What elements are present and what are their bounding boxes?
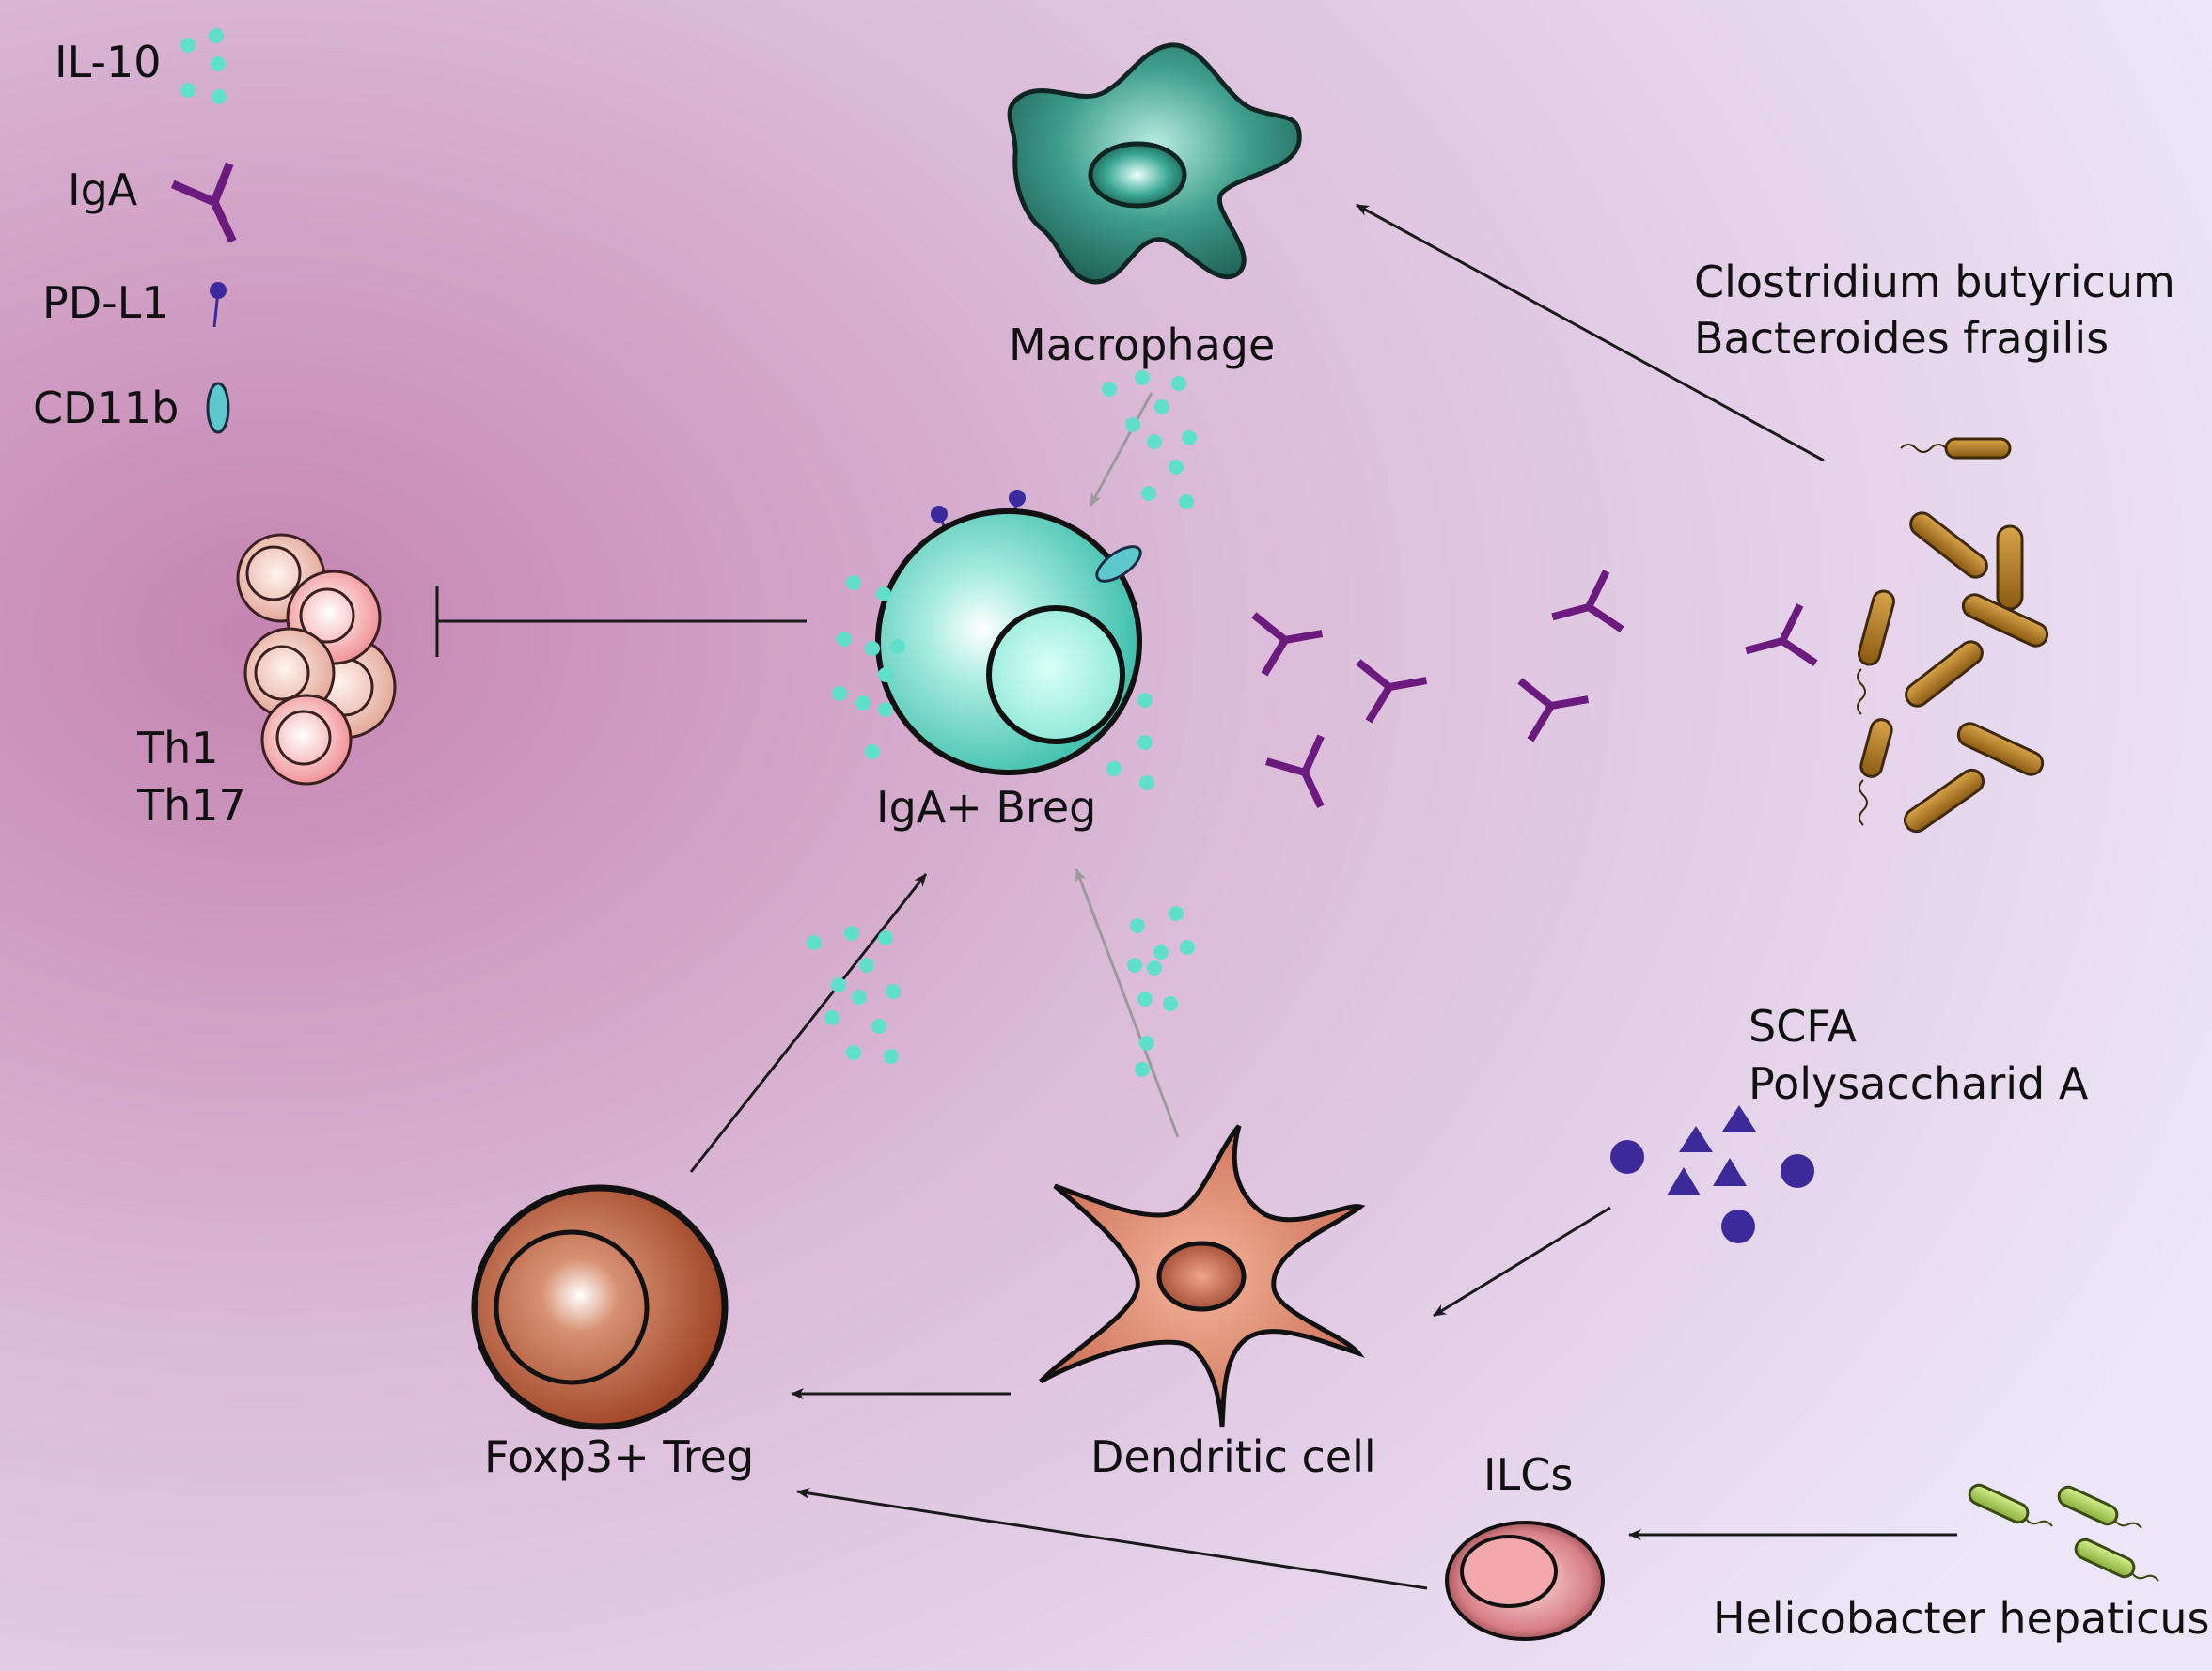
- metabolite-label-line2: Polysaccharid A: [1749, 1058, 2089, 1109]
- il10-dots-dendritic: [1127, 906, 1195, 1077]
- bacteria-to-macrophage-arrow: [1356, 203, 1825, 462]
- legend-pdl1-label: PD-L1: [42, 277, 169, 328]
- ilcs-to-treg-arrow: [796, 1488, 1428, 1590]
- cd11b-icon: [206, 382, 230, 434]
- bacteria-label-line2: Bacteroides fragilis: [1694, 313, 2109, 364]
- bacteria-cluster: [1857, 437, 2049, 834]
- helicobacter-label: Helicobacter hepaticus: [1713, 1593, 2210, 1644]
- macrophage-to-breg-arrow: [1089, 392, 1153, 507]
- ilcs-label: ILCs: [1483, 1449, 1573, 1500]
- th17-label: Th17: [136, 780, 246, 831]
- iga-icon: [170, 162, 237, 243]
- th1-label: Th1: [136, 723, 219, 773]
- breg-inhibits-th-line: [435, 586, 807, 657]
- treg-label: Foxp3+ Treg: [484, 1431, 754, 1482]
- th-cell-cluster: [236, 533, 397, 786]
- ilc-cell: [1445, 1521, 1605, 1641]
- breg-cell: [875, 490, 1142, 775]
- macrophage-label: Macrophage: [1009, 320, 1275, 370]
- legend-cd11b-label: CD11b: [33, 383, 179, 433]
- metabolite-particles: [1610, 1105, 1814, 1243]
- breg-label: IgA+ Breg: [876, 782, 1096, 833]
- macrophage-cell: [1007, 42, 1302, 285]
- treg-cell: [471, 1184, 729, 1430]
- metabolite-label-line1: SCFA: [1749, 1001, 1858, 1052]
- il10-dots-breg-left: [832, 575, 905, 759]
- cd11b-receptor: [1095, 545, 1142, 583]
- il10-dots-macrophage: [1102, 370, 1197, 509]
- dendritic-label: Dendritic cell: [1090, 1431, 1376, 1482]
- pdl1-icon: [210, 282, 227, 328]
- helicobacter-cluster: [1968, 1483, 2159, 1582]
- legend-il10-label: IL-10: [55, 37, 162, 87]
- legend-iga-label: IgA: [68, 164, 138, 215]
- dendritic-cell: [1039, 1124, 1366, 1428]
- arrows: [435, 203, 1957, 1590]
- il10-icon: [180, 28, 227, 104]
- bacteria-label-line1: Clostridium butyricum: [1694, 257, 2175, 307]
- dc-to-breg-arrow: [1075, 868, 1180, 1138]
- il10-dots-breg-right: [1106, 693, 1154, 790]
- scfa-to-dc-arrow: [1433, 1206, 1611, 1318]
- legend: IL-10 IgA PD-L1 CD11b: [33, 28, 237, 434]
- il10-dots-treg: [807, 926, 901, 1064]
- treg-to-breg-arrow: [689, 873, 928, 1173]
